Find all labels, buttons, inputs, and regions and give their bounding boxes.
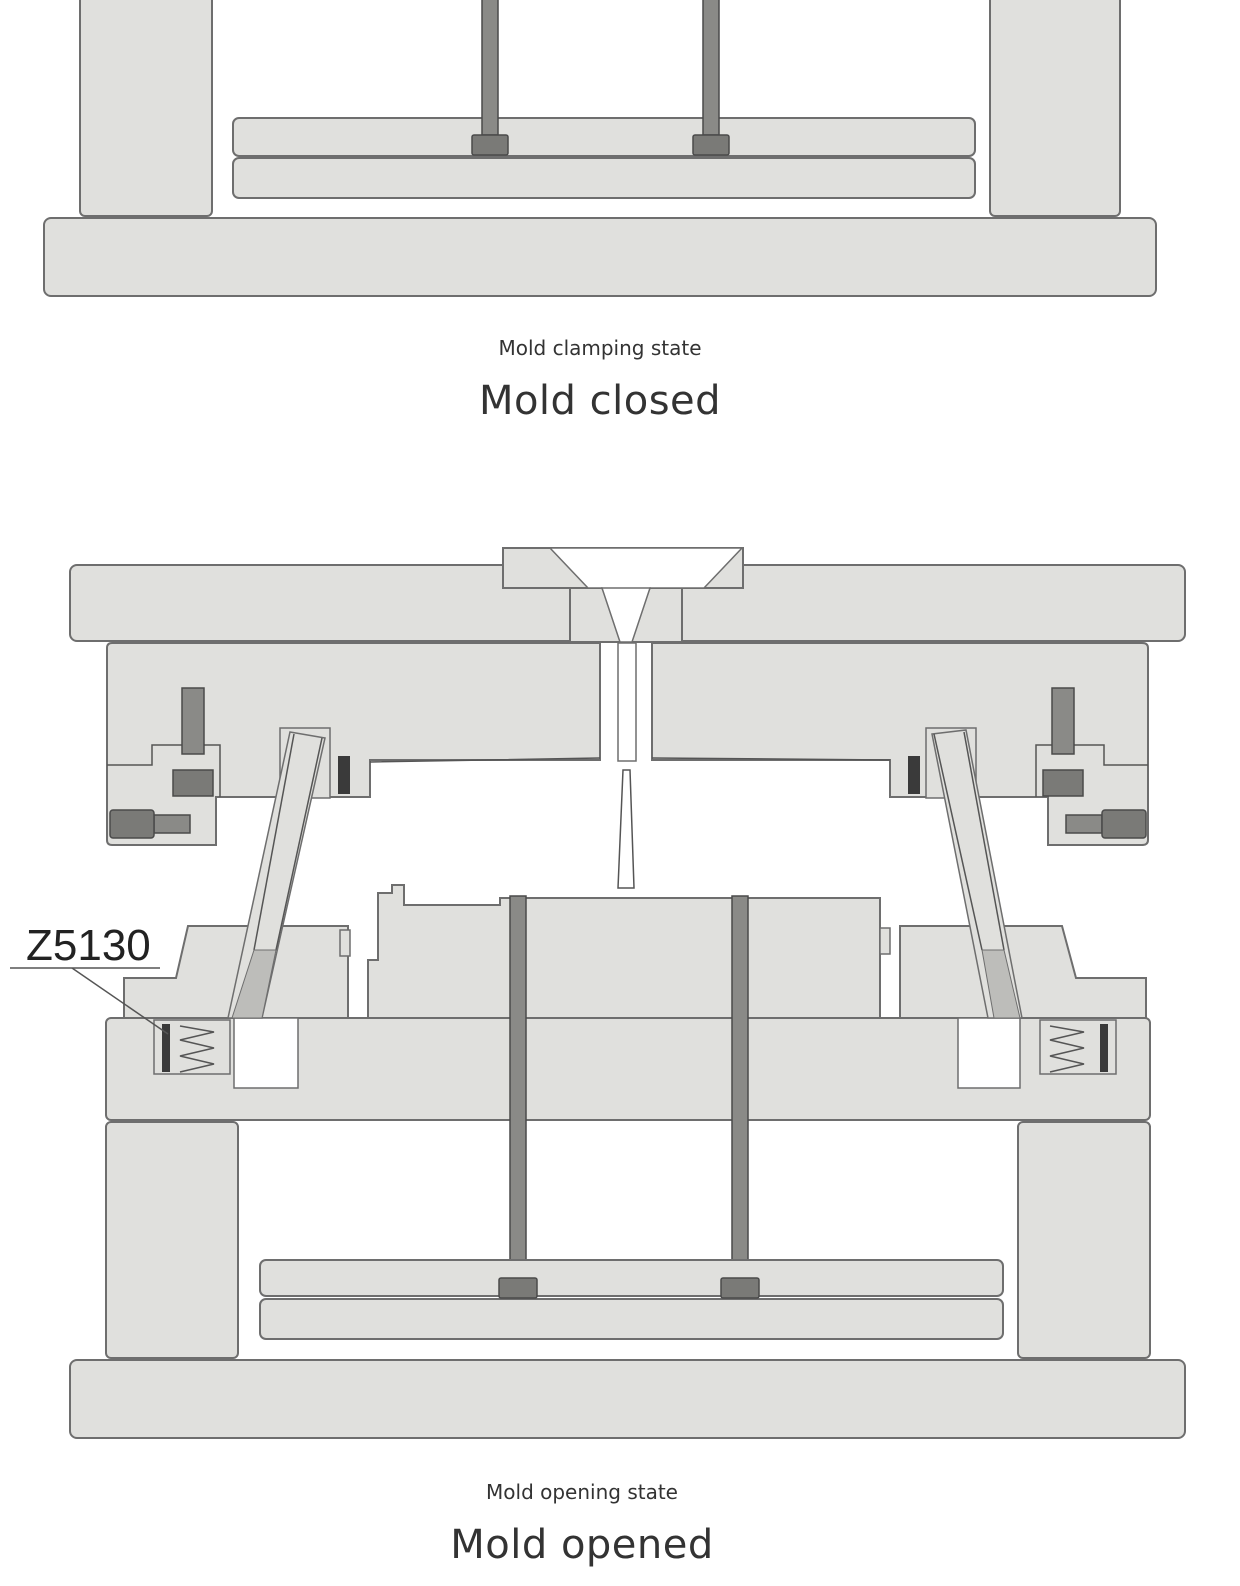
spring-left <box>153 1019 231 1075</box>
bottom-clamp-plate <box>43 217 1157 297</box>
ejector-pin <box>481 0 499 136</box>
horizontal-screw-left <box>153 814 191 834</box>
vertical-screw-head-right <box>1042 769 1084 797</box>
right-screw-pocket <box>1035 744 1148 797</box>
horizontal-screw-right <box>1065 814 1103 834</box>
left-spacer-block <box>79 0 213 217</box>
cavity-plate-left <box>106 642 601 846</box>
cavity-plate-right <box>651 642 1149 846</box>
mold-opened-diagram: Z5130 <box>10 547 1186 1439</box>
slider-pocket-right <box>957 1017 1021 1089</box>
support-plate <box>105 1017 1151 1121</box>
mold-opening-caption: Mold opening state <box>486 1480 678 1504</box>
ejector-pin <box>702 0 720 136</box>
z5130-callout: Z5130 <box>10 921 169 1035</box>
ejector-pin-head <box>692 134 730 156</box>
core-lock-left <box>339 929 351 957</box>
mold-closed-diagram <box>43 0 1157 297</box>
sprue-channel <box>600 587 652 643</box>
bottom-clamp-plate-opened <box>69 1359 1186 1439</box>
ejector-plate-opened <box>259 1298 1004 1340</box>
z5130-label: Z5130 <box>26 921 151 970</box>
cavity-surface-line <box>369 757 891 763</box>
ejector-retainer-plate-opened <box>259 1259 1004 1297</box>
ejector-retainer-plate <box>232 117 976 157</box>
sprue-residue <box>617 769 635 889</box>
mold-clamping-caption: Mold clamping state <box>498 336 702 360</box>
mold-closed-title: Mold closed <box>478 378 722 424</box>
left-screw-pocket <box>107 744 221 797</box>
slider-pocket-left <box>233 1017 299 1089</box>
cap-screw-left <box>338 756 350 794</box>
slider-right <box>899 925 1147 1019</box>
angle-pin-left <box>227 731 326 1019</box>
core-insert <box>367 884 881 1019</box>
spring-right <box>1039 1019 1117 1075</box>
ejector-plate <box>232 157 976 199</box>
sprue-through-plate <box>617 642 637 762</box>
horizontal-screw-head-right <box>1101 809 1147 839</box>
ejector-pin-head-opened <box>720 1277 760 1299</box>
right-spacer-block <box>989 0 1121 217</box>
spacer-block-right <box>1017 1121 1151 1359</box>
horizontal-screw-head-left <box>109 809 155 839</box>
ejector-pin-head <box>471 134 509 156</box>
cap-screw-right <box>908 756 920 794</box>
vertical-screw-head-left <box>172 769 214 797</box>
ejector-pin-head-opened <box>498 1277 538 1299</box>
vertical-screw-left <box>181 687 205 755</box>
mold-opened-title: Mold opened <box>450 1522 714 1568</box>
ejector-pin-opened <box>731 895 749 1279</box>
vertical-screw-right <box>1051 687 1075 755</box>
ejector-pin-opened <box>509 895 527 1279</box>
angle-pin-right <box>931 729 1023 1019</box>
core-lock-right <box>879 927 891 955</box>
spacer-block-left <box>105 1121 239 1359</box>
